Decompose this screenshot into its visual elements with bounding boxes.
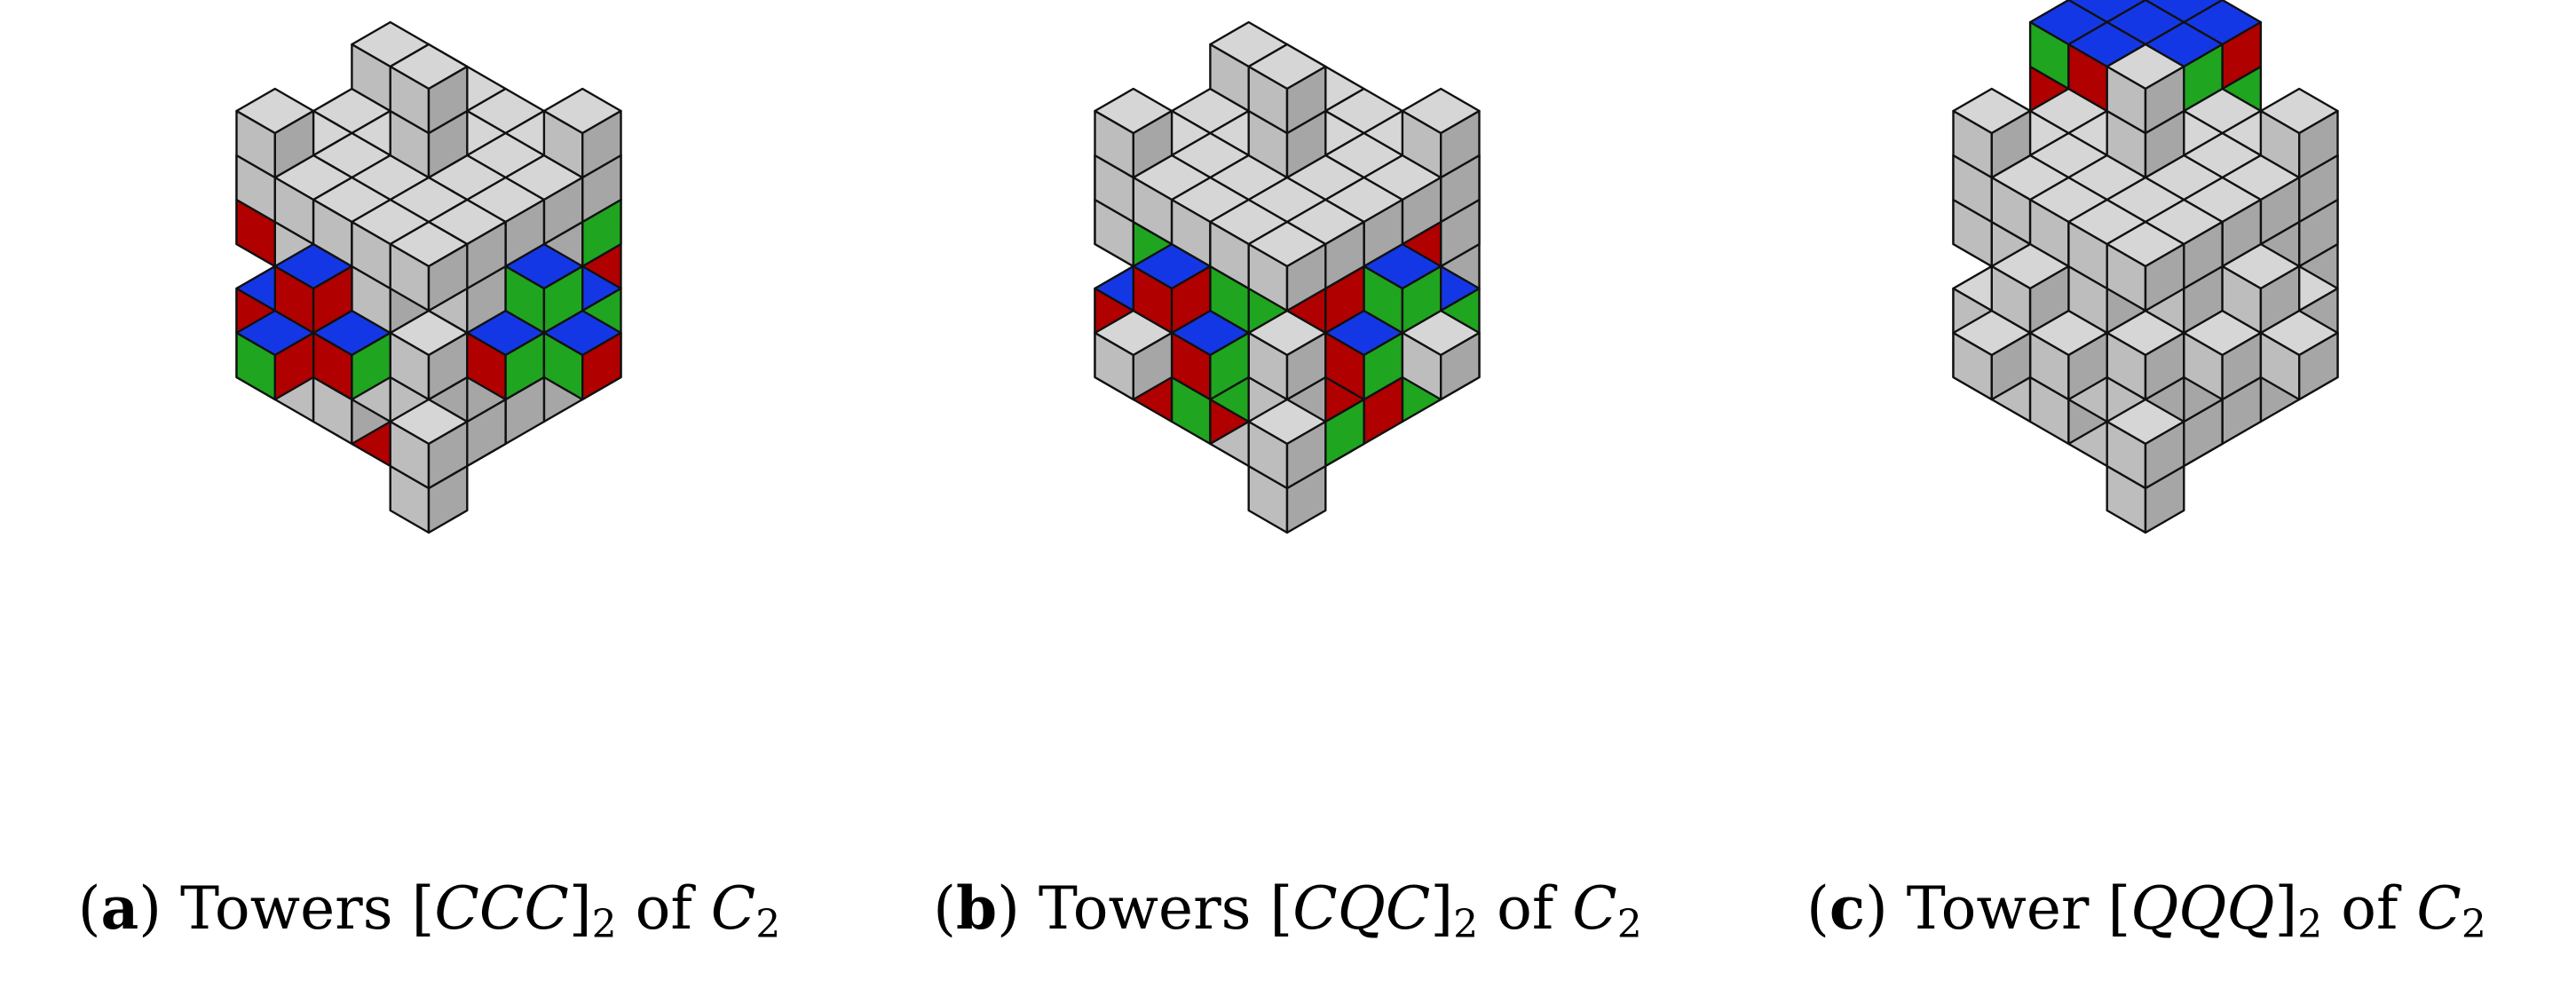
caption-sub: 2: [1453, 902, 1479, 947]
caption-space: C: [710, 874, 756, 943]
caption-paren: ): [1865, 874, 1888, 943]
voxel-right-face: [1990, 109, 2032, 179]
voxel-right-face: [312, 265, 353, 335]
caption-space-sub: 2: [1616, 902, 1642, 947]
voxel-right-face: [273, 109, 315, 179]
voxel-right-face: [1440, 109, 1481, 179]
caption-letter: b: [956, 873, 998, 943]
voxel-right-face: [1132, 331, 1173, 401]
voxel-right-face: [1209, 331, 1250, 401]
caption-paren: (: [1806, 874, 1829, 943]
voxel-right-face: [1440, 331, 1481, 401]
caption-paren: (: [933, 874, 956, 943]
voxel-right-face: [427, 242, 469, 312]
caption-space-sub: 2: [755, 902, 781, 947]
voxel-right-face: [1285, 420, 1327, 490]
panel-a: (a) Towers [CCC]2 of C2: [0, 0, 858, 988]
caption-space-sub: 2: [2461, 902, 2486, 947]
caption-of: of: [635, 874, 692, 943]
caption-letter: a: [100, 873, 139, 943]
caption-tower: CQC: [1292, 874, 1431, 943]
caption-letter: c: [1829, 873, 1865, 943]
panel-c: (c) Tower [QQQ]2 of C2: [1717, 0, 2576, 988]
caption-of: of: [2341, 874, 2398, 943]
voxel-right-face: [581, 109, 622, 179]
caption-tower: QQQ: [2130, 874, 2275, 943]
voxel-right-face: [2144, 65, 2185, 135]
voxel-right-face: [1990, 331, 2032, 401]
caption-of: of: [1497, 874, 1554, 943]
caption-c: (c) Tower [QQQ]2 of C2: [1806, 873, 2486, 947]
voxel-right-face: [2144, 420, 2185, 490]
voxel-right-face: [1285, 242, 1327, 312]
caption-b: (b) Towers [CQC]2 of C2: [933, 873, 1642, 947]
cube-render-c: [1952, 0, 2339, 534]
caption-sub: 2: [591, 902, 617, 947]
voxel-right-face: [1401, 265, 1442, 335]
voxel-right-face: [581, 331, 622, 401]
caption-paren: ): [997, 874, 1020, 943]
voxel-right-face: [273, 331, 315, 401]
voxel-right-face: [1170, 265, 1212, 335]
panel-b: (b) Towers [CQC]2 of C2: [858, 0, 1717, 988]
voxel-right-face: [2298, 331, 2339, 401]
caption-word: Towers: [180, 874, 393, 943]
caption-word: Tower: [1906, 874, 2090, 943]
caption-paren: (: [77, 874, 101, 943]
voxel-right-face: [1132, 109, 1173, 179]
cube-render-a: [235, 20, 622, 534]
caption-space: C: [2416, 874, 2461, 943]
voxel-right-face: [2028, 265, 2070, 335]
voxel-right-face: [1285, 65, 1327, 135]
voxel-right-face: [427, 65, 469, 135]
voxel-right-face: [542, 265, 584, 335]
caption-a: (a) Towers [CCC]2 of C2: [77, 873, 781, 947]
voxel-right-face: [2298, 109, 2339, 179]
cube-render-b: [1094, 20, 1481, 534]
caption-sub: 2: [2297, 902, 2323, 947]
voxel-right-face: [351, 331, 391, 401]
voxel-right-face: [2259, 265, 2301, 335]
caption-space: C: [1572, 874, 1617, 943]
caption-word: Towers: [1038, 874, 1252, 943]
caption-tower: CCC: [434, 874, 569, 943]
voxel-right-face: [2144, 242, 2185, 312]
caption-paren: ): [138, 874, 162, 943]
voxel-right-face: [427, 420, 469, 490]
voxel-right-face: [2067, 331, 2108, 401]
